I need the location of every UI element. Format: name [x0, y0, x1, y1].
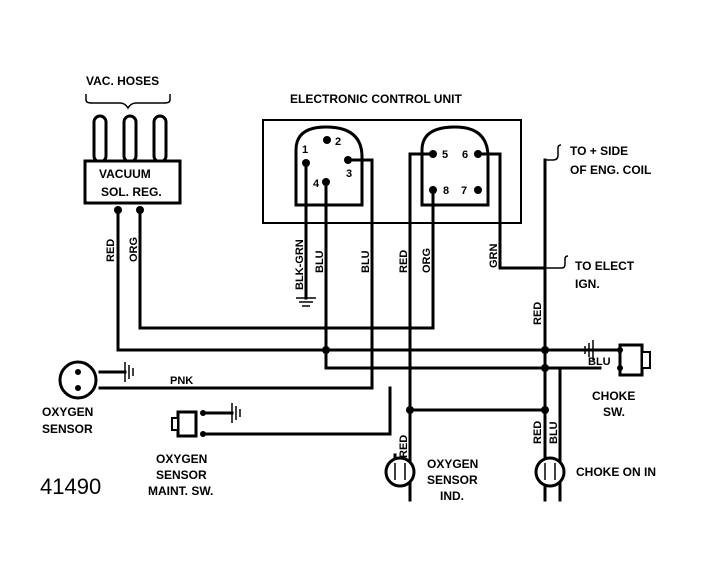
coil-label-1: TO + SIDE — [570, 144, 628, 158]
maint-switch-label-1: OXYGEN — [156, 452, 207, 466]
external-connections: TO + SIDE OF ENG. COIL TO ELECT IGN. — [545, 144, 651, 291]
indicator-label-3: IND. — [440, 489, 464, 503]
electronic-control-unit: ELECTRONIC CONTROL UNIT 2 1 3 4 5 6 8 7 — [262, 92, 522, 224]
pin-8-label: 8 — [443, 185, 449, 197]
wire-labels: RED ORG BLK-GRN BLU BLU RED ORG GRN RED … — [105, 237, 611, 458]
ecu-connector-left — [294, 125, 364, 207]
maint-switch-label-3: MAINT. SW. — [148, 484, 213, 498]
pin-1-label: 1 — [302, 144, 308, 156]
oxygen-sensor-indicator: OXYGEN SENSOR IND. — [384, 453, 478, 503]
wire-label-grn-6: GRN — [488, 244, 500, 269]
grn-wire-pin6 — [476, 152, 547, 270]
vacuum-solenoid-regulator: VAC. HOSES VACUUM SOL. REG. — [83, 74, 182, 214]
choke-switch-label-2: SW. — [603, 405, 625, 419]
vacuum-regulator-box — [83, 159, 182, 205]
coil-label-2: OF ENG. COIL — [570, 163, 651, 177]
wire-label-red-vac: RED — [105, 239, 117, 262]
ground-icon-maint-switch — [231, 403, 241, 423]
figure-number: 41490 — [40, 474, 101, 499]
pin-3-label: 3 — [346, 168, 352, 180]
wire-label-org-vac: ORG — [128, 237, 140, 262]
pnk-wire — [98, 366, 374, 390]
choke-on-indicator: CHOKE ON IN — [534, 456, 656, 488]
org-wire-vacuum — [138, 188, 435, 330]
ground-icon-choke — [584, 340, 622, 360]
pin-7-label: 7 — [461, 185, 467, 197]
wiring — [98, 152, 622, 502]
ground-icon-ecu — [296, 297, 316, 307]
ecu-label: ELECTRONIC CONTROL UNIT — [290, 92, 462, 106]
vac-hoses-brace — [85, 94, 171, 110]
vacuum-label: VACUUM — [99, 167, 151, 181]
wire-label-blu-choke-ind: BLU — [548, 421, 560, 444]
wire-label-blk-grn: BLK-GRN — [294, 239, 306, 290]
red-wire-vacuum — [116, 208, 597, 352]
pin-5-label: 5 — [442, 149, 448, 161]
oxygen-sensor-label-1: OXYGEN — [42, 405, 93, 419]
maint-switch-wire — [203, 386, 392, 436]
oxygen-sensor-icon — [58, 360, 98, 400]
sol-reg-label: SOL. REG. — [101, 185, 162, 199]
ecu-box — [262, 119, 522, 224]
maint-switch-label-2: SENSOR — [156, 468, 207, 482]
choke-switch-label-1: CHOKE — [592, 389, 635, 403]
ecu-connector-right — [420, 125, 490, 207]
wire-label-org-8: ORG — [421, 248, 433, 273]
vac-hose-tubes — [92, 114, 168, 164]
wire-label-red-5: RED — [398, 250, 410, 273]
indicator-label-1: OXYGEN — [427, 457, 478, 471]
choke-switch-icon — [618, 343, 644, 377]
oxygen-sensor: OXYGEN SENSOR — [42, 360, 98, 436]
wire-label-blu-1: BLU — [314, 250, 326, 273]
ground-symbols — [98, 297, 622, 423]
blu-wire-pin3 — [346, 158, 374, 370]
pin-6-label: 6 — [462, 149, 468, 161]
ign-label-1: TO ELECT — [575, 259, 635, 273]
oxygen-indicator-bulb-icon — [384, 456, 416, 488]
pin-4-label: 4 — [313, 178, 320, 190]
wire-label-blu-3: BLU — [360, 250, 372, 273]
oxygen-sensor-label-2: SENSOR — [42, 422, 93, 436]
wire-label-pnk: PNK — [170, 375, 193, 387]
blu-wire-pin4 — [324, 180, 565, 370]
wire-label-red-ind: RED — [398, 435, 410, 458]
wire-label-red-choke: RED — [532, 421, 544, 444]
wire-label-blu-choke: BLU — [588, 356, 611, 368]
ign-label-2: IGN. — [575, 277, 600, 291]
vac-hoses-label: VAC. HOSES — [86, 74, 159, 88]
pin-2-label: 2 — [335, 136, 341, 148]
wire-label-red-vert: RED — [532, 302, 544, 325]
choke-indicator-bulb-icon — [534, 456, 566, 488]
maint-switch-icon — [176, 410, 198, 438]
oxygen-sensor-maint-switch: OXYGEN SENSOR MAINT. SW. — [148, 410, 213, 498]
choke-switch: CHOKE SW. — [592, 343, 651, 419]
red-wire-pin5 — [408, 152, 435, 502]
choke-on-label: CHOKE ON IN — [576, 465, 656, 479]
indicator-label-2: SENSOR — [427, 473, 478, 487]
ground-icon-oxygen-sensor — [98, 362, 134, 382]
